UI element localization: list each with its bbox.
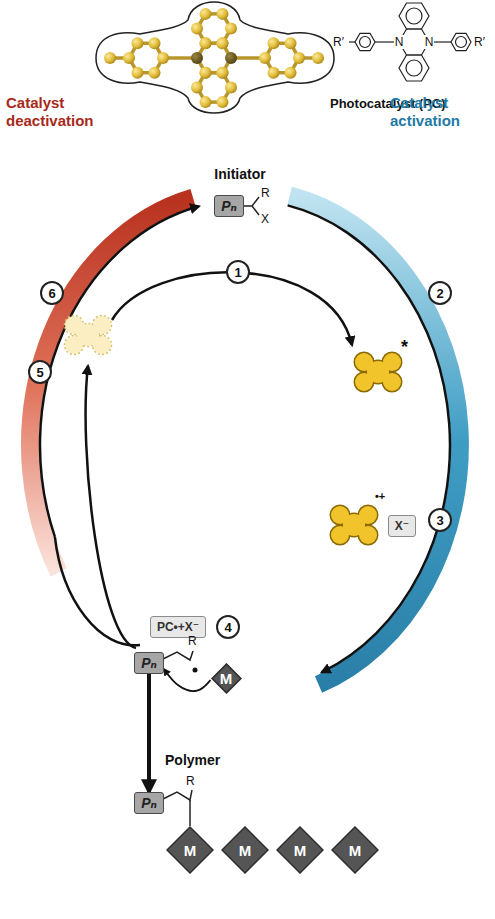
step-number: 1 [226, 260, 250, 284]
deactivation-arrow [40, 206, 199, 537]
node-text: Pₙ [221, 198, 237, 214]
activation-arrow [288, 205, 450, 672]
substituent-label: R′ [474, 35, 485, 49]
node-text: 1 [234, 265, 241, 280]
monomer-diamond: M [331, 826, 379, 874]
node-text: M [349, 842, 362, 859]
node-text: M [184, 842, 197, 859]
excited-mark: * [401, 338, 408, 356]
monomer-diamond: M [276, 826, 324, 874]
group-label: R [261, 186, 270, 200]
section-heading: Catalyst deactivation [6, 94, 118, 130]
node-text: 6 [48, 286, 55, 301]
ground-state-catalyst [65, 316, 111, 354]
radical-cation-catalyst [331, 506, 377, 544]
radical-cation-mark: •+ [375, 490, 385, 502]
excited-catalyst [355, 353, 401, 391]
node-text: PC•+X⁻ [157, 619, 199, 635]
node-text: M [239, 842, 252, 859]
node-text: Pₙ [141, 655, 157, 671]
propagation-arrow [147, 674, 151, 792]
initiator-label: Initiator [214, 166, 265, 182]
ion-pair-box: PC•+X⁻ [150, 616, 206, 638]
chain-end-box: Pₙ [134, 652, 164, 674]
group-label: R [188, 634, 197, 648]
monomer-diamond: M [166, 826, 214, 874]
activation-band [290, 196, 460, 685]
ball-and-stick-model [104, 8, 324, 108]
chain-bonds [163, 197, 259, 826]
step-number: 3 [428, 508, 452, 532]
chain-end-box: Pₙ [134, 792, 164, 814]
structural-formula [349, 3, 471, 81]
group-label: X [261, 212, 269, 226]
node-text: M [220, 670, 233, 687]
step-number: 4 [216, 615, 240, 639]
node-text: 2 [436, 286, 443, 301]
addition-arrow [164, 669, 211, 691]
node-text: 3 [436, 513, 443, 528]
molecule-outline [96, 2, 334, 113]
node-text: M [294, 842, 307, 859]
substituent-label: R′ [333, 35, 344, 49]
group-label: R [186, 774, 195, 788]
chain-end-box: Pₙ [214, 195, 244, 217]
step-number: 2 [428, 281, 452, 305]
regeneration-arrow [86, 366, 136, 648]
atom-label: N [424, 35, 435, 49]
radical-dot [193, 668, 198, 673]
deactivation-band [30, 198, 193, 573]
node-text: Pₙ [141, 795, 157, 811]
monomer-diamond: M [221, 826, 269, 874]
step-number: 6 [40, 281, 64, 305]
node-text: 5 [36, 365, 43, 380]
node-text: 4 [224, 620, 231, 635]
step-number: 5 [28, 360, 52, 384]
section-heading: Catalyst activation [390, 94, 490, 130]
product-label: Polymer [165, 752, 220, 768]
anion-box: X⁻ [388, 515, 416, 537]
atom-label: N [394, 35, 405, 49]
monomer-diamond: M [211, 663, 242, 694]
node-text: X⁻ [395, 518, 409, 534]
excitation-arrow [112, 272, 352, 345]
